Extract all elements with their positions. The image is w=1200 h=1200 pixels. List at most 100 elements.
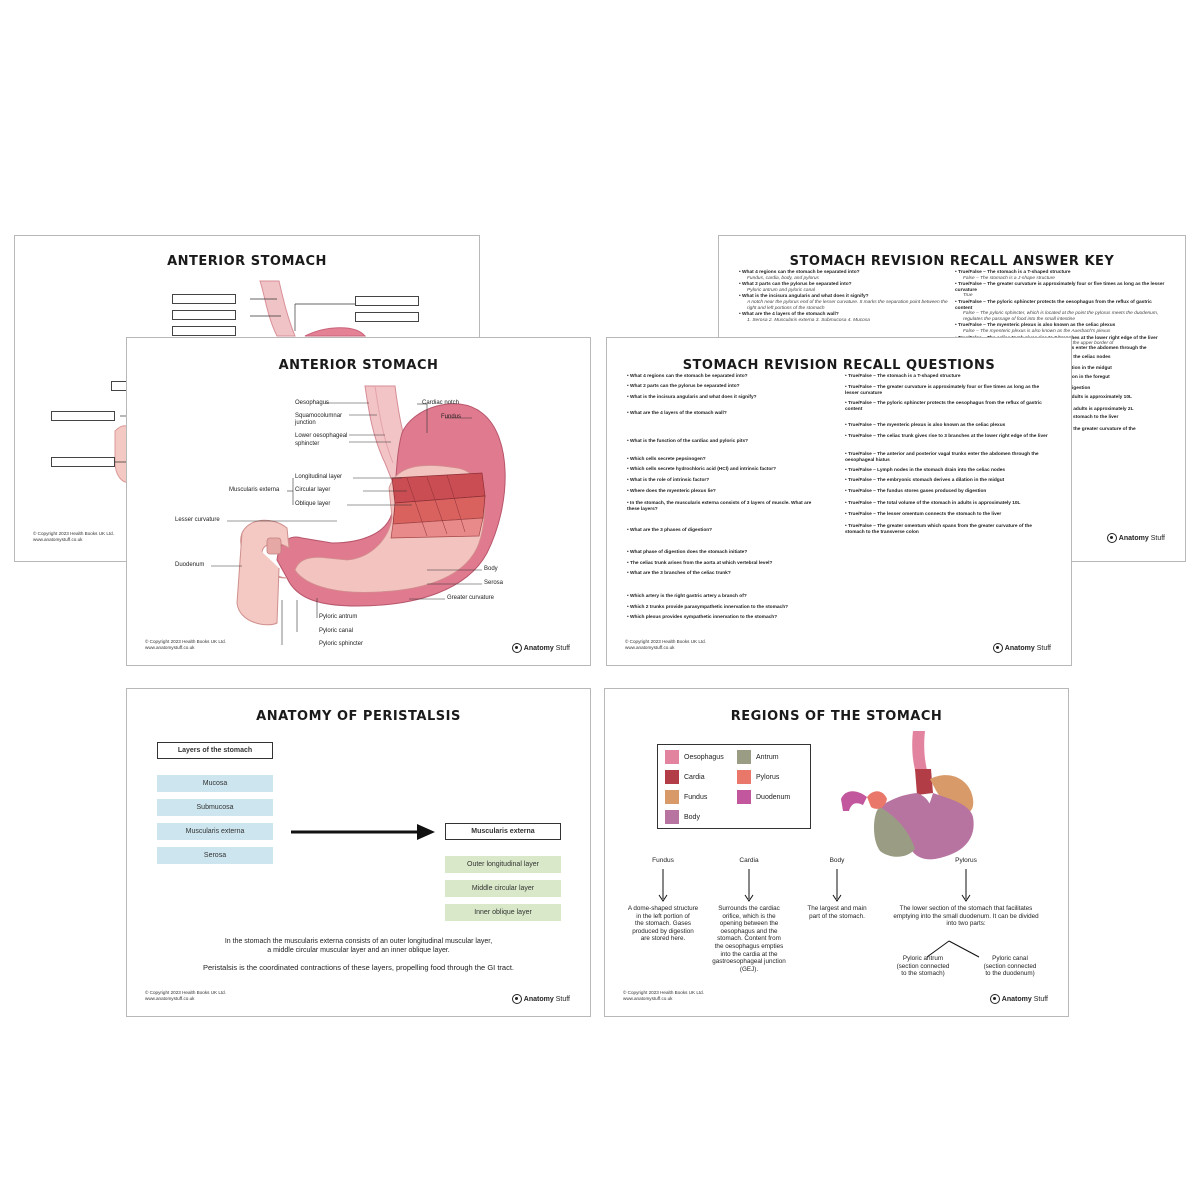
question-item: • Where does the myenteric plexus lie? bbox=[627, 489, 716, 494]
description-line: are stored here. bbox=[640, 935, 686, 943]
label-body: Body bbox=[484, 566, 498, 572]
description-line: The largest and main bbox=[807, 905, 867, 912]
description-line: oesophagus and the bbox=[720, 927, 778, 935]
label-pyloric-antrum: Pyloric antrum bbox=[319, 614, 358, 620]
explanation-text: In the stomach the muscularis externa co… bbox=[224, 938, 493, 954]
answer-key-question: • What 4 regions can the stomach be sepa… bbox=[739, 270, 860, 275]
label-muscularis-externa: Muscularis externa bbox=[229, 487, 280, 493]
region-heading-cardia: Cardia bbox=[739, 857, 759, 864]
question-item: • True/False – The myenteric plexus is a… bbox=[845, 423, 1006, 428]
question-item: • Which 2 trunks provide parasympathetic… bbox=[627, 605, 789, 610]
anatomystuff-logo-icon bbox=[511, 643, 522, 653]
copyright: © Copyright 2023 Health Books UK Ltd. ww… bbox=[145, 639, 227, 650]
legend-label: Cardia bbox=[684, 773, 705, 781]
description-line: produced by digestion bbox=[632, 927, 694, 935]
answer-key-fragment: ation in the midgut bbox=[1069, 366, 1112, 372]
question-item: • True/False – The stomach is a T-shaped… bbox=[845, 374, 961, 379]
question-item: • True/False – The lesser omentum connec… bbox=[845, 512, 1002, 517]
legend-swatch bbox=[665, 770, 679, 784]
legend-item: Cardia bbox=[665, 770, 705, 784]
answer-key-answer: Fundus, cardia, body, and pylorus bbox=[747, 275, 819, 281]
layer-box: Submucosa bbox=[157, 799, 273, 816]
label-blank-box[interactable] bbox=[172, 326, 236, 336]
question-item: • What 4 regions can the stomach be sepa… bbox=[627, 374, 748, 379]
question-item: • True/False – The pyloric sphincter pro… bbox=[845, 401, 1042, 412]
legend-item: Pylorus bbox=[737, 770, 779, 784]
answer-key-fragment: ks enter the abdomen through the bbox=[1069, 346, 1147, 351]
label-blank-box[interactable] bbox=[51, 457, 115, 467]
answer-key-fragment: n adults is approximately 2L bbox=[1069, 406, 1134, 412]
label-circular-layer: Circular layer bbox=[295, 487, 331, 493]
label-serosa: Serosa bbox=[484, 580, 504, 586]
legend-swatch bbox=[665, 750, 679, 764]
stomach-illustration bbox=[211, 385, 506, 645]
description-line: into the cardia at the bbox=[720, 950, 778, 958]
answer-key-answer: 1. Serosa 2. Muscularis externa 3. Submu… bbox=[747, 317, 870, 323]
anatomystuff-logo-icon bbox=[992, 643, 1003, 653]
description-line: to the stomach) bbox=[901, 970, 945, 978]
region-heading-pylorus: Pylorus bbox=[955, 857, 977, 864]
answer-key-question: • What are the 4 layers of the stomach w… bbox=[739, 312, 839, 318]
muscle-layer-box: Inner oblique layer bbox=[445, 904, 561, 921]
legend-label: Duodenum bbox=[756, 793, 791, 801]
answer-key-question: • What is the incisura angularis and wha… bbox=[739, 294, 869, 300]
answer-key-question: • True/False – The stomach is a T-shaped… bbox=[955, 270, 1071, 275]
sheet-title: REGIONS OF THE STOMACH bbox=[730, 709, 943, 724]
label-pyloric-sphincter: Pyloric sphincter bbox=[319, 641, 364, 647]
question-item: • True/False – Lymph nodes in the stomac… bbox=[845, 468, 1006, 473]
legend-label: Oesophagus bbox=[684, 753, 724, 761]
muscularis-heading-box: Muscularis externa bbox=[445, 823, 561, 840]
copyright: © Copyright 2023 Health Books UK Ltd. ww… bbox=[625, 639, 707, 650]
label-lesser-curvature: Lesser curvature bbox=[175, 517, 220, 523]
description-line: orifice, which is the bbox=[722, 912, 776, 920]
label-blank-box[interactable] bbox=[51, 411, 115, 421]
question-item: • What is the role of intrinsic factor? bbox=[627, 478, 710, 483]
muscle-layer-box: Outer longitudinal layer bbox=[445, 856, 561, 873]
description-line: emptying into the small duodenum. It can… bbox=[893, 912, 1039, 920]
region-description-pylorus: The lower section of the stomach that fa… bbox=[881, 905, 1051, 928]
label-blank-box[interactable] bbox=[355, 312, 419, 322]
label-blank-box[interactable] bbox=[355, 296, 419, 306]
description-line: Surrounds the cardiac bbox=[718, 905, 780, 912]
answer-key-fragment: o the celiac nodes bbox=[1069, 354, 1111, 360]
label-blank-box[interactable] bbox=[172, 310, 236, 320]
muscle-layer-box: Middle circular layer bbox=[445, 880, 561, 897]
question-item: • True/False – The anterior and posterio… bbox=[845, 452, 1039, 463]
answer-key-fragment: digestion bbox=[1069, 386, 1091, 392]
sheet-title: ANTERIOR STOMACH bbox=[167, 254, 327, 269]
legend-swatch bbox=[665, 810, 679, 824]
sheet-title: STOMACH REVISION RECALL ANSWER KEY bbox=[789, 254, 1115, 269]
label-squamocolumnar: Squamocolumnar bbox=[295, 413, 343, 419]
worksheet-anterior-stomach-labelled: ANTERIOR STOMACH bbox=[126, 337, 591, 666]
description-line: The lower section of the stomach that fa… bbox=[899, 905, 1033, 912]
copyright: © Copyright 2023 Health Books UK Ltd. ww… bbox=[145, 990, 227, 1001]
answer-key-answer: A notch near the pylorus end of the less… bbox=[747, 299, 948, 311]
legend-label: Antrum bbox=[756, 753, 779, 761]
question-item: • What is the incisura angularis and wha… bbox=[627, 395, 757, 400]
answer-key-question: • True/False – The pyloric sphincter pro… bbox=[955, 299, 1152, 311]
label-oesophagus: Oesophagus bbox=[295, 400, 330, 406]
description-line: in the left portion of bbox=[636, 912, 690, 920]
answer-key-question: • True/False – The greater curvature is … bbox=[955, 282, 1165, 293]
label-lower-oesophageal-sphincter-2: sphincter bbox=[295, 441, 320, 447]
label-longitudinal-layer: Longitudinal layer bbox=[295, 474, 343, 480]
copyright: © Copyright 2023 Health Books UK Ltd. ww… bbox=[623, 990, 705, 1001]
legend-label: Body bbox=[684, 813, 700, 821]
legend-swatch bbox=[737, 770, 751, 784]
question-item: • Which cells secrete pepsinogen? bbox=[627, 457, 706, 462]
question-item: • In the stomach, the muscularis externa… bbox=[627, 501, 812, 512]
label-blank-box[interactable] bbox=[172, 294, 236, 304]
description-line: (GEJ). bbox=[739, 965, 759, 973]
legend-label: Fundus bbox=[684, 793, 708, 801]
layer-box: Serosa bbox=[157, 847, 273, 864]
copyright: © Copyright 2023 Health Books UK Ltd. ww… bbox=[33, 531, 115, 542]
description-line: into two parts: bbox=[946, 920, 986, 928]
description-line: gastroesophageal junction bbox=[712, 958, 786, 966]
question-item: • True/False – The total volume of the s… bbox=[845, 501, 1021, 506]
question-item: • Which plexus provides sympathetic inne… bbox=[627, 615, 778, 620]
